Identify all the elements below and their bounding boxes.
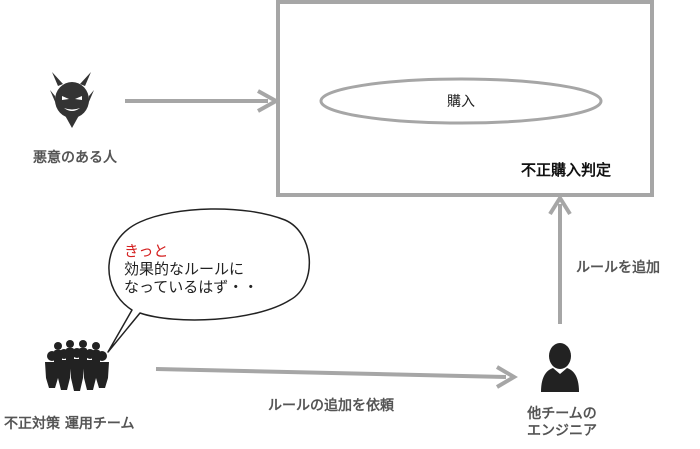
purchase-label: 購入 (447, 94, 475, 110)
arrow-to-box (125, 89, 281, 113)
devil-icon (50, 72, 94, 128)
engineer-label-line2: エンジニア (527, 423, 597, 439)
malicious-person-label: 悪意のある人 (33, 150, 117, 166)
engineer-icon (541, 343, 579, 392)
engineer-label: 他チームの エンジニア (527, 406, 597, 440)
engineer-label-line1: 他チームの (527, 406, 597, 422)
bubble-line-2: 効果的なルールに (124, 260, 245, 278)
ops-team-label: 不正対策 運用チーム (4, 416, 135, 432)
arrow-to-engineer (155, 365, 518, 389)
team-icon (45, 340, 109, 391)
speech-bubble (107, 208, 311, 353)
fraud-check-label: 不正購入判定 (521, 161, 612, 179)
request-rule-label: ルールの追加を依頼 (268, 398, 394, 414)
bubble-line-3: なっているはず・・ (124, 278, 259, 296)
bubble-text: きっと 効果的なルールに なっているはず・・ (124, 242, 258, 296)
purchase-ellipse (319, 77, 603, 125)
add-rule-label: ルールを追加 (576, 260, 660, 276)
arrow-up-to-box (548, 194, 572, 324)
bubble-line-1: きっと (124, 242, 169, 260)
